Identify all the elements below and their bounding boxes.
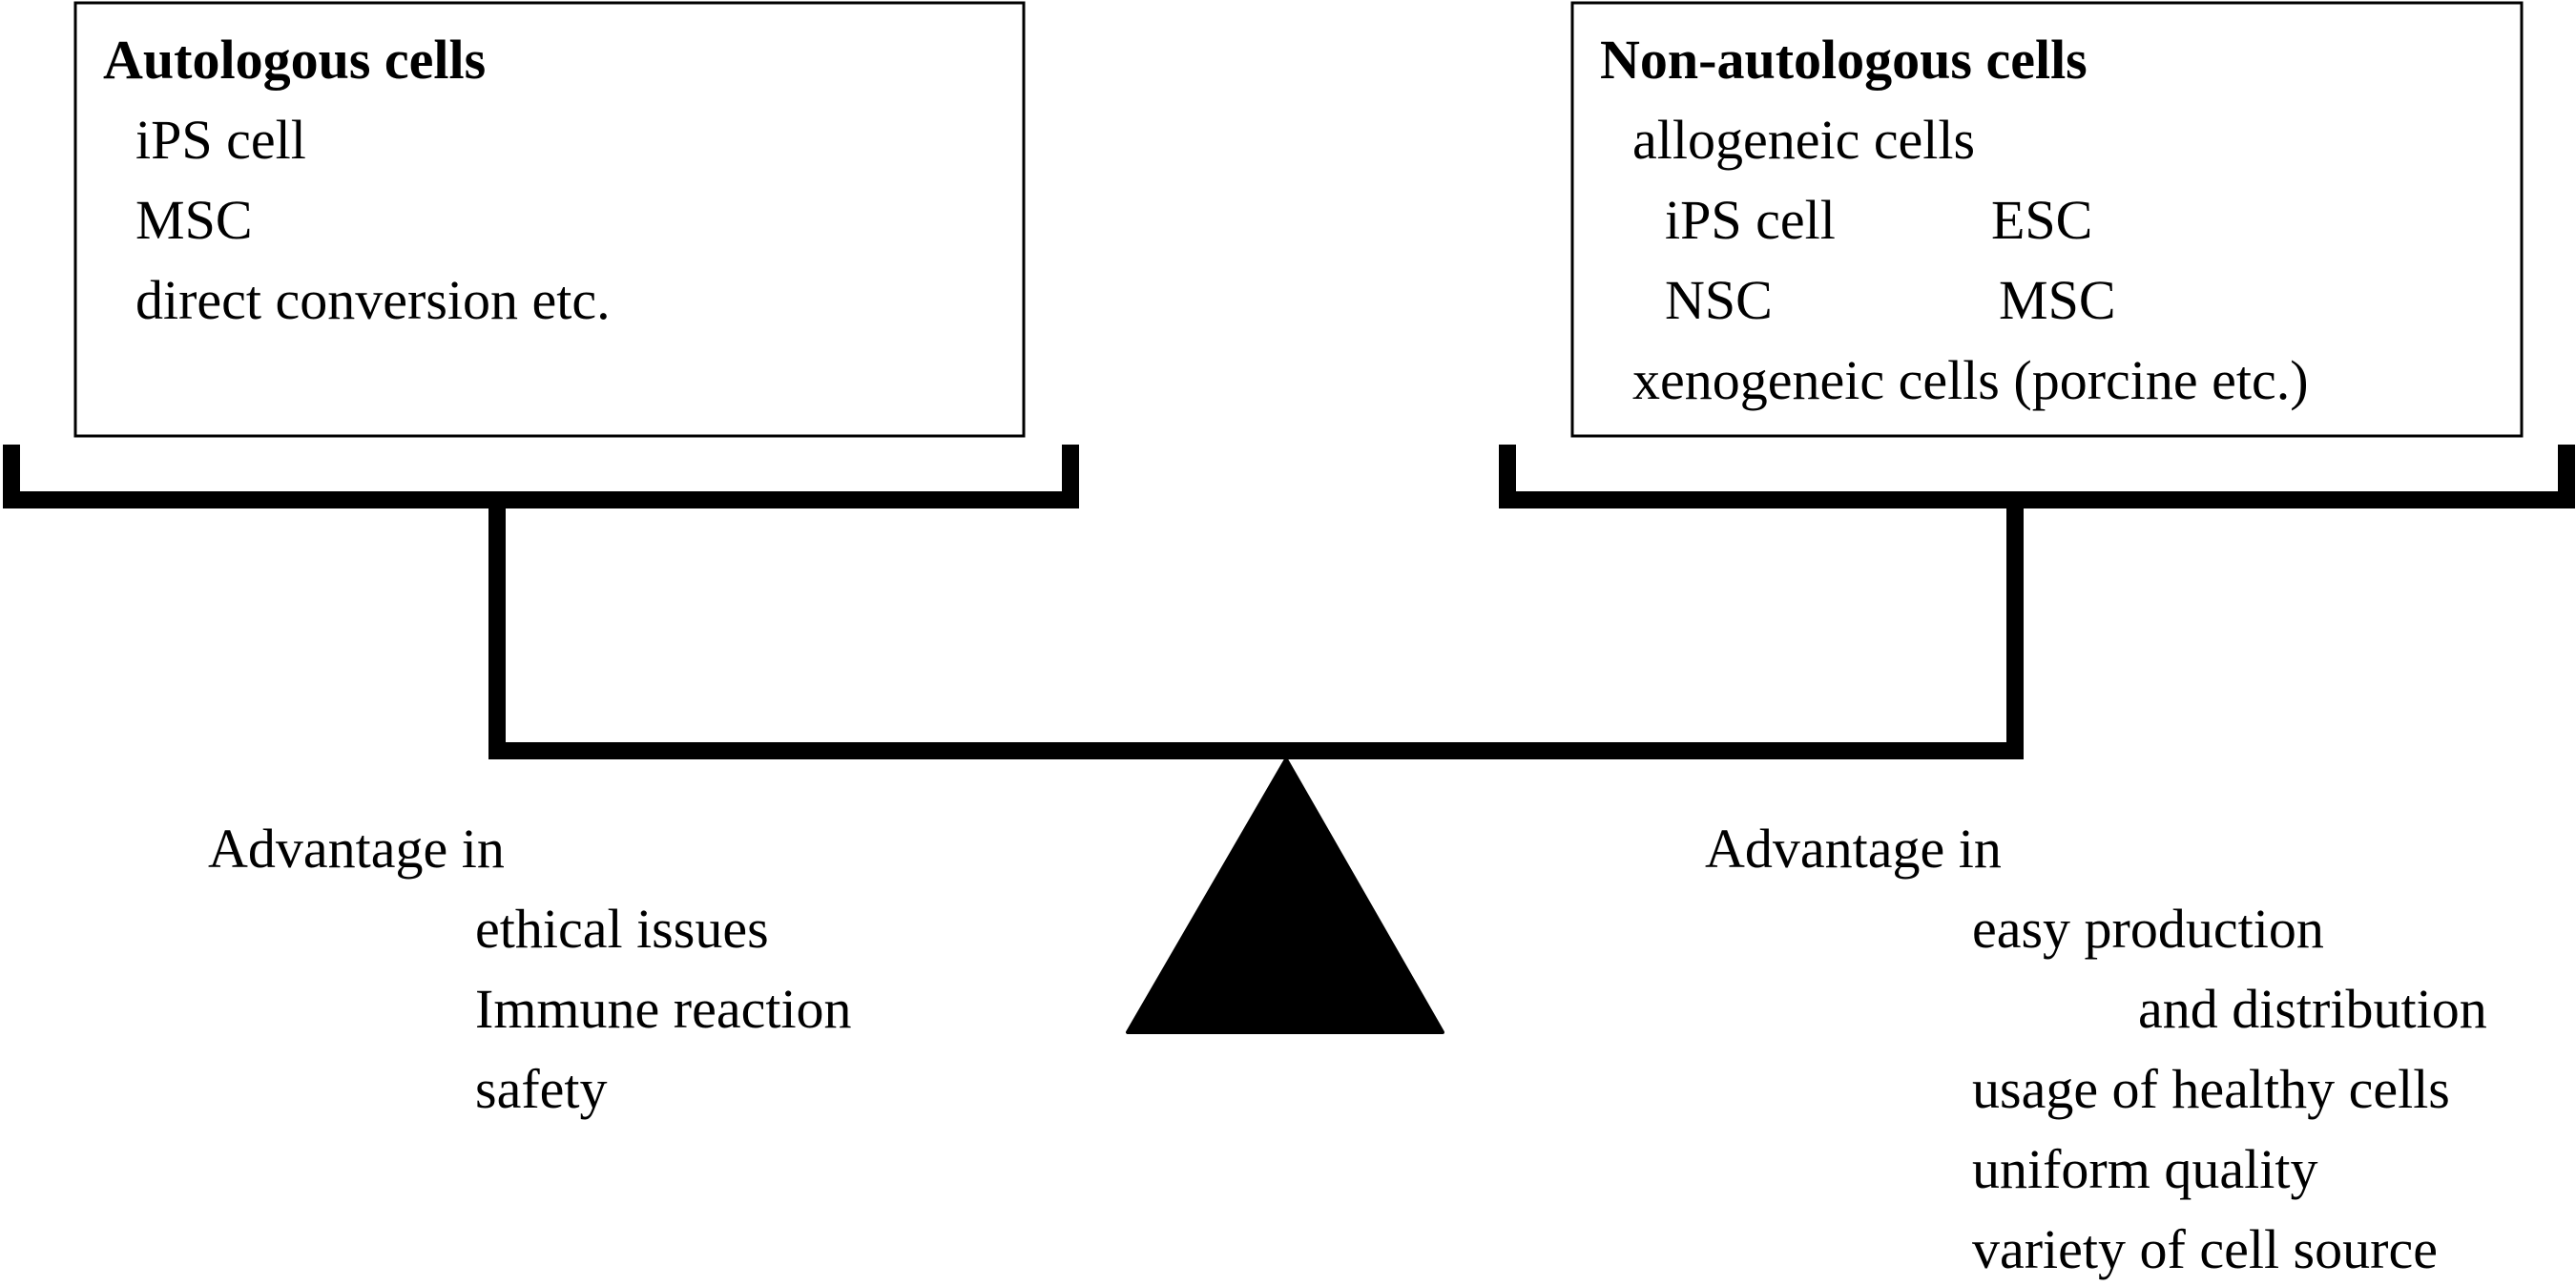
autologous-item: MSC xyxy=(135,189,253,251)
xenogeneic-label: xenogeneic cells (porcine etc.) xyxy=(1632,349,2309,411)
allogeneic-item: ESC xyxy=(1991,189,2092,251)
left-advantage-item: Immune reaction xyxy=(475,978,852,1040)
allogeneic-item: NSC xyxy=(1665,269,1773,331)
right-advantage-item: and distribution xyxy=(2138,978,2487,1040)
allogeneic-item: MSC xyxy=(1999,269,2116,331)
right-advantage-heading: Advantage in xyxy=(1705,818,2002,880)
balance-beam xyxy=(488,500,2024,759)
right-advantage-item: easy production xyxy=(1972,898,2324,960)
non-autologous-title: Non-autologous cells xyxy=(1600,29,2088,91)
left-advantage-item: ethical issues xyxy=(475,898,769,960)
left-scale-pan xyxy=(3,445,1079,508)
right-scale-pan xyxy=(1499,445,2575,508)
right-advantage-item: usage of healthy cells xyxy=(1972,1058,2450,1120)
autologous-box xyxy=(73,1,1026,438)
allogeneic-label: allogeneic cells xyxy=(1632,109,1975,171)
non-autologous-box xyxy=(1570,1,2524,438)
autologous-item: iPS cell xyxy=(135,109,306,171)
left-advantage-item: safety xyxy=(475,1058,608,1120)
right-advantage-item: uniform quality xyxy=(1972,1138,2317,1200)
allogeneic-item: iPS cell xyxy=(1665,189,1836,251)
right-advantage-item: variety of cell source xyxy=(1972,1218,2438,1280)
autologous-title: Autologous cells xyxy=(103,29,486,91)
autologous-item: direct conversion etc. xyxy=(135,269,611,331)
fulcrum-triangle xyxy=(1126,757,1444,1034)
left-advantage-heading: Advantage in xyxy=(208,818,505,880)
